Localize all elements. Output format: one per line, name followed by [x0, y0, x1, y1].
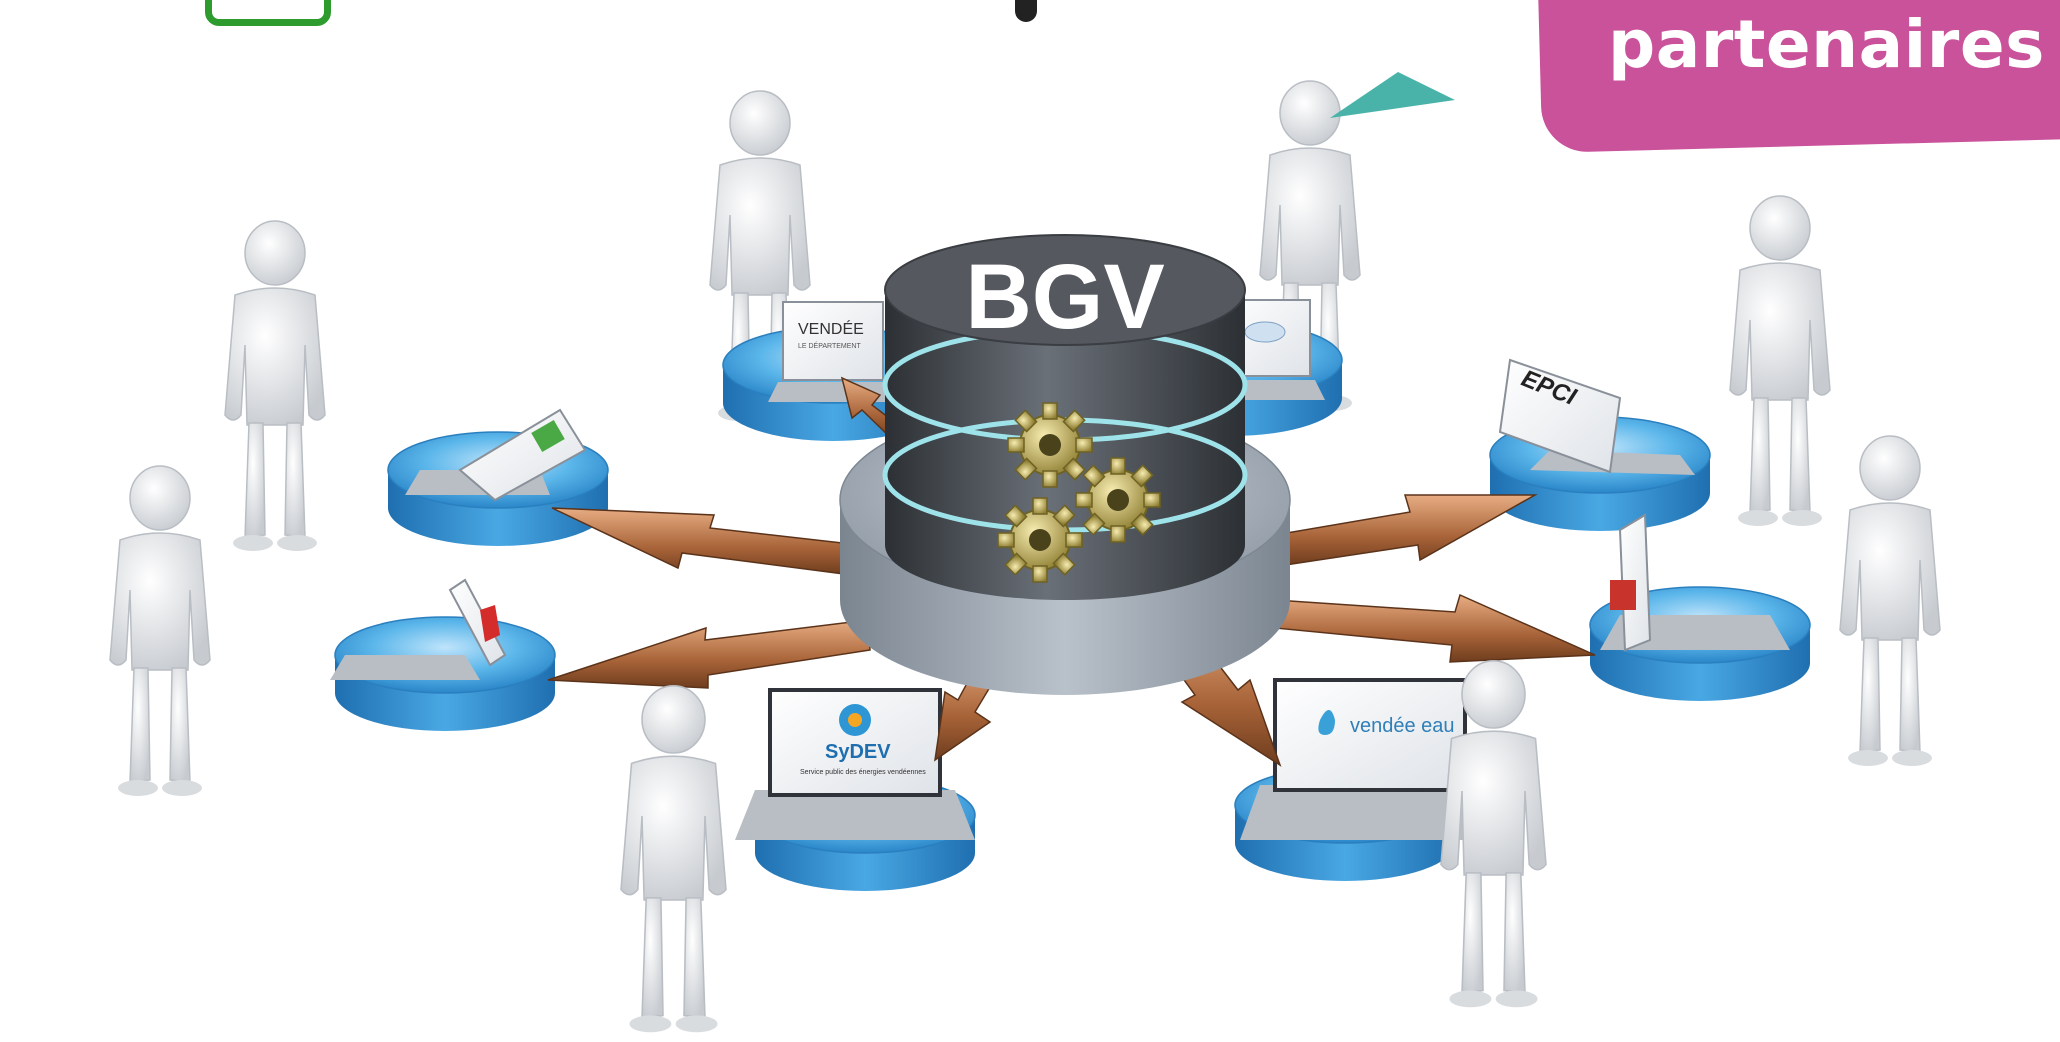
- gear-icon: [997, 497, 1083, 583]
- logo-sydev: SyDEV: [825, 741, 891, 763]
- laptop: [405, 408, 587, 502]
- person-figure: [620, 685, 727, 1034]
- arrow-to-left-lower: [547, 619, 871, 689]
- logo-sydev-sub: Service public des énergies vendéennes: [800, 769, 926, 776]
- logo-fragment: [205, 0, 331, 26]
- logo-vendee-sub: LE DÉPARTEMENT: [798, 341, 861, 350]
- central-hub: BGV: [839, 234, 1291, 695]
- laptop: EPCI: [1498, 358, 1695, 475]
- arrow-to-right-lower: [1274, 593, 1596, 663]
- person-figure: [1839, 435, 1941, 767]
- gear-icon: [1075, 457, 1161, 543]
- flag-icon: [1330, 72, 1455, 118]
- gear-icon: [1007, 402, 1093, 488]
- arrow-to-left-upper: [551, 507, 861, 576]
- laptop: SyDEV Service public des énergies vendée…: [735, 688, 975, 840]
- logo-vendee: VENDÉE: [798, 319, 864, 338]
- person-figure: [109, 465, 211, 797]
- laptop: VENDÉE LE DÉPARTEMENT: [768, 301, 898, 402]
- person-figure: [1729, 195, 1831, 527]
- banner-text: partenaires: [1608, 6, 2045, 83]
- hub-label: BGV: [965, 246, 1164, 348]
- title-fragment: [1015, 0, 1037, 22]
- arrow-to-right-upper: [1274, 494, 1538, 566]
- person-figure: [224, 220, 326, 552]
- laptop: [330, 578, 507, 680]
- laptop: [1600, 513, 1790, 652]
- logo-vendee-eau: vendée eau: [1350, 715, 1455, 737]
